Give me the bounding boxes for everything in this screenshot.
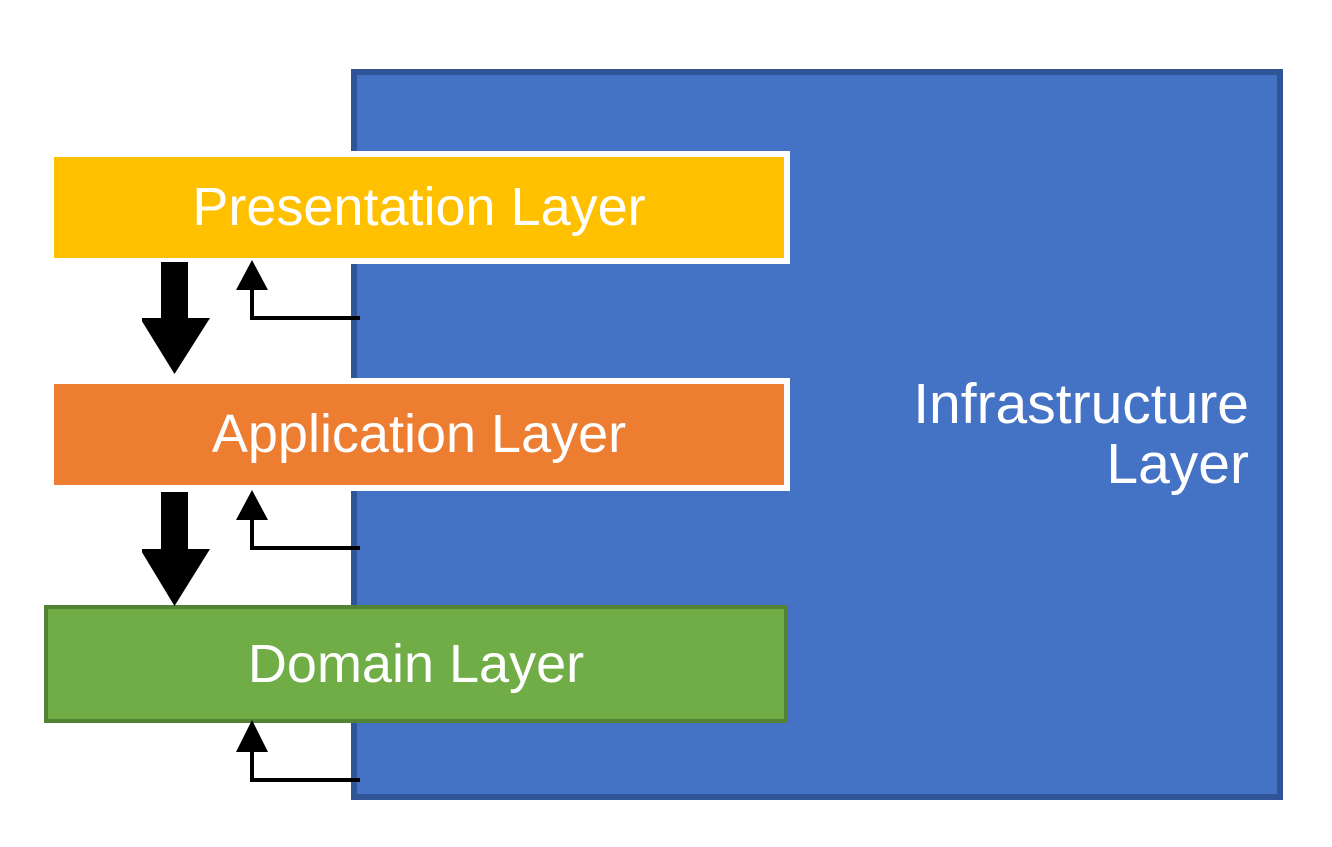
arrow-presentation-to-application-icon [142,262,210,374]
arrow-application-to-domain-icon [142,492,210,606]
layer-box-application[interactable]: Application Layer [48,378,790,491]
arrow-infrastructure-to-domain-icon [236,720,360,782]
arrow-infrastructure-to-presentation-icon [236,260,360,320]
layer-box-domain[interactable]: Domain Layer [44,605,788,723]
layer-label-infrastructure: Infrastructure Layer [913,371,1249,496]
layer-label-presentation: Presentation Layer [192,177,646,238]
layer-box-presentation[interactable]: Presentation Layer [48,151,790,264]
layer-label-application: Application Layer [211,404,627,465]
layer-label-domain: Domain Layer [247,633,585,694]
arrow-infrastructure-to-application-icon [236,490,360,550]
